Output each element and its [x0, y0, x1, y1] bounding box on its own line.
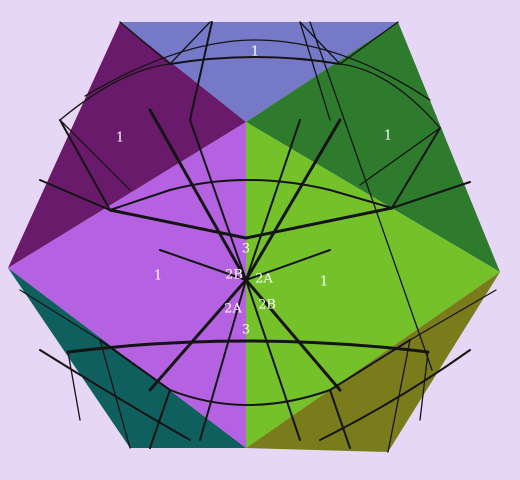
edge-line: [391, 181, 471, 209]
edge-line: [169, 179, 331, 191]
edge-line: [199, 279, 301, 441]
edge-line: [339, 63, 441, 129]
edge-line: [67, 351, 81, 421]
edge-line: [359, 127, 441, 186]
label-center-left: 1: [154, 269, 162, 284]
edge-line: [84, 39, 431, 101]
edge-network: [19, 21, 497, 453]
label-left-2b: 2B: [225, 268, 243, 283]
edge-line: [309, 21, 433, 371]
edge-line: [319, 349, 471, 441]
face-center-right: [246, 122, 500, 448]
edge-line: [108, 206, 394, 240]
edge-line: [66, 339, 430, 354]
face-lower-left: [8, 268, 246, 448]
edge-line: [59, 63, 171, 121]
edge-line: [39, 349, 191, 441]
label-right-2b: 2B: [258, 298, 276, 313]
edge-line: [169, 56, 341, 65]
face-upper-left: [8, 22, 246, 268]
face-center-left: [8, 122, 246, 448]
label-center-top-3: 3: [242, 242, 250, 257]
label-top: 1: [251, 45, 259, 60]
label-upper-right: 1: [384, 129, 392, 144]
label-left-2a: 2A: [224, 302, 242, 317]
edge-line: [189, 21, 213, 121]
edge-line: [419, 351, 429, 421]
edge-line: [299, 21, 331, 121]
edge-line: [19, 289, 131, 449]
face-labels: 1 1 1 1 1 3 2B 2A 2A 2B 3: [116, 45, 392, 338]
edge-line: [59, 119, 131, 191]
edge-line: [39, 179, 111, 211]
label-center-right: 1: [320, 275, 328, 290]
label-upper-left: 1: [116, 131, 124, 146]
face-upper-right: [246, 22, 500, 272]
label-center-bottom-3: 3: [242, 323, 250, 338]
label-right-2a: 2A: [255, 272, 273, 287]
face-top: [120, 22, 398, 122]
edge-line: [169, 389, 331, 406]
edge-line: [387, 289, 497, 453]
